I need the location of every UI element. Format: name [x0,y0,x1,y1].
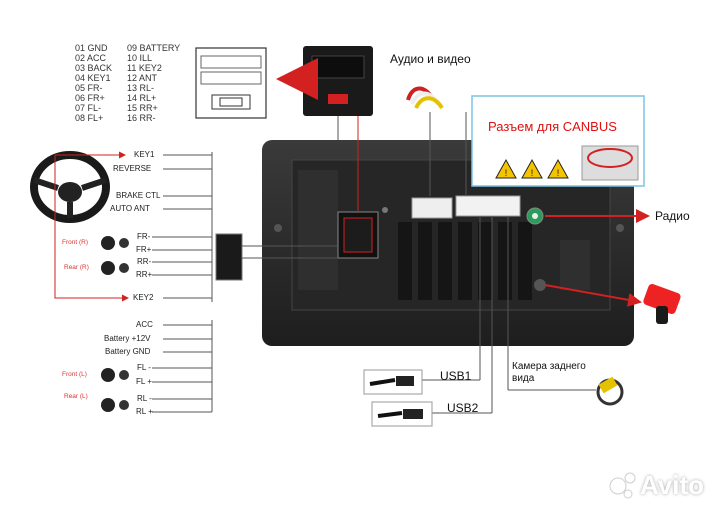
label-radio: Радио [655,209,690,223]
pin-03: 03 BACK [75,63,113,73]
label-camera-line1: Камера заднего [512,361,586,372]
pin-09: 09 BATTERY [127,43,181,53]
pin-02: 02 ACC [75,53,107,63]
label-audio-video: Аудио и видео [390,52,471,66]
svg-text:!: ! [557,168,560,178]
usb2-plug-icon [371,401,433,427]
label-battery: Battery +12V [104,334,151,343]
steering-wheel-icon [30,151,110,223]
pin-01: 01 GND [75,43,108,53]
canbus-socket [455,195,521,217]
speaker-rear-r-icon [101,261,129,275]
label-key1: KEY1 [134,150,155,159]
pin-10: 10 ILL [127,53,153,63]
pin-13: 13 RL- [127,83,155,93]
label-front-r: Front (R) [62,239,88,246]
camera-rca-icon [596,376,624,406]
pinout-right-list: 09 BATTERY 10 ILL 11 KEY2 12 ANT 13 RL- … [127,43,180,123]
pin-07: 07 FL- [75,103,102,113]
canbus-box: ! ! ! [471,95,645,187]
label-rear-l: Rear (L) [64,393,88,400]
speaker-front-l-icon [101,368,129,382]
label-usb2: USB2 [447,401,479,415]
label-rl-plus: RL + [136,407,153,416]
label-camera-line2: вида [512,373,535,384]
avito-watermark: Avito [640,470,705,500]
av-socket [411,197,453,219]
usb1-plug-icon [363,369,423,395]
label-rl-minus: RL - [137,394,152,403]
connector-photo [303,46,373,116]
radio-socket [526,207,544,225]
label-key2: KEY2 [133,293,154,302]
pinout-left-list: 01 GND 02 ACC 03 BACK 04 KEY1 05 FR- 06 … [75,43,112,123]
svg-text:!: ! [531,168,534,178]
pin-08: 08 FL+ [75,113,104,123]
speaker-rear-l-icon [101,398,129,412]
label-fl-plus: FL + [136,377,152,386]
label-reverse: REVERSE [113,164,152,173]
label-rr-minus: RR- [137,257,152,266]
speaker-front-r-icon [101,236,129,250]
pin-16: 16 RR- [127,113,156,123]
connector-pinout-drawing [195,47,267,119]
label-rr-plus: RR+ [136,270,153,279]
label-canbus: Разъем для CANBUS [488,119,617,134]
pin-04: 04 KEY1 [75,73,111,83]
pin-05: 05 FR- [75,83,103,93]
label-usb1: USB1 [440,369,472,383]
label-acc: ACC [136,320,153,329]
pin-11: 11 KEY2 [127,63,162,73]
label-camera: Камера заднего вида [512,361,586,385]
pin-06: 06 FR+ [75,93,105,103]
label-front-l: Front (L) [62,371,87,378]
label-fl-minus: FL - [137,363,151,372]
label-rear-r: Rear (R) [64,264,89,271]
label-brake: BRAKE CTL [116,191,161,200]
rca-plugs-icon [406,86,444,110]
harness-plug [215,233,338,281]
pin-12: 12 ANT [127,73,158,83]
svg-text:!: ! [505,168,508,178]
label-fr-plus: FR+ [136,245,152,254]
pin-14: 14 RL+ [127,93,157,103]
label-battery-gnd: Battery GND [105,347,151,356]
avito-logo [609,472,636,499]
camera-device-icon [643,283,681,324]
label-fr-minus: FR- [137,232,151,241]
main-harness-socket [337,211,379,259]
pin-15: 15 RR+ [127,103,158,113]
label-auto-ant: AUTO ANT [110,204,150,213]
